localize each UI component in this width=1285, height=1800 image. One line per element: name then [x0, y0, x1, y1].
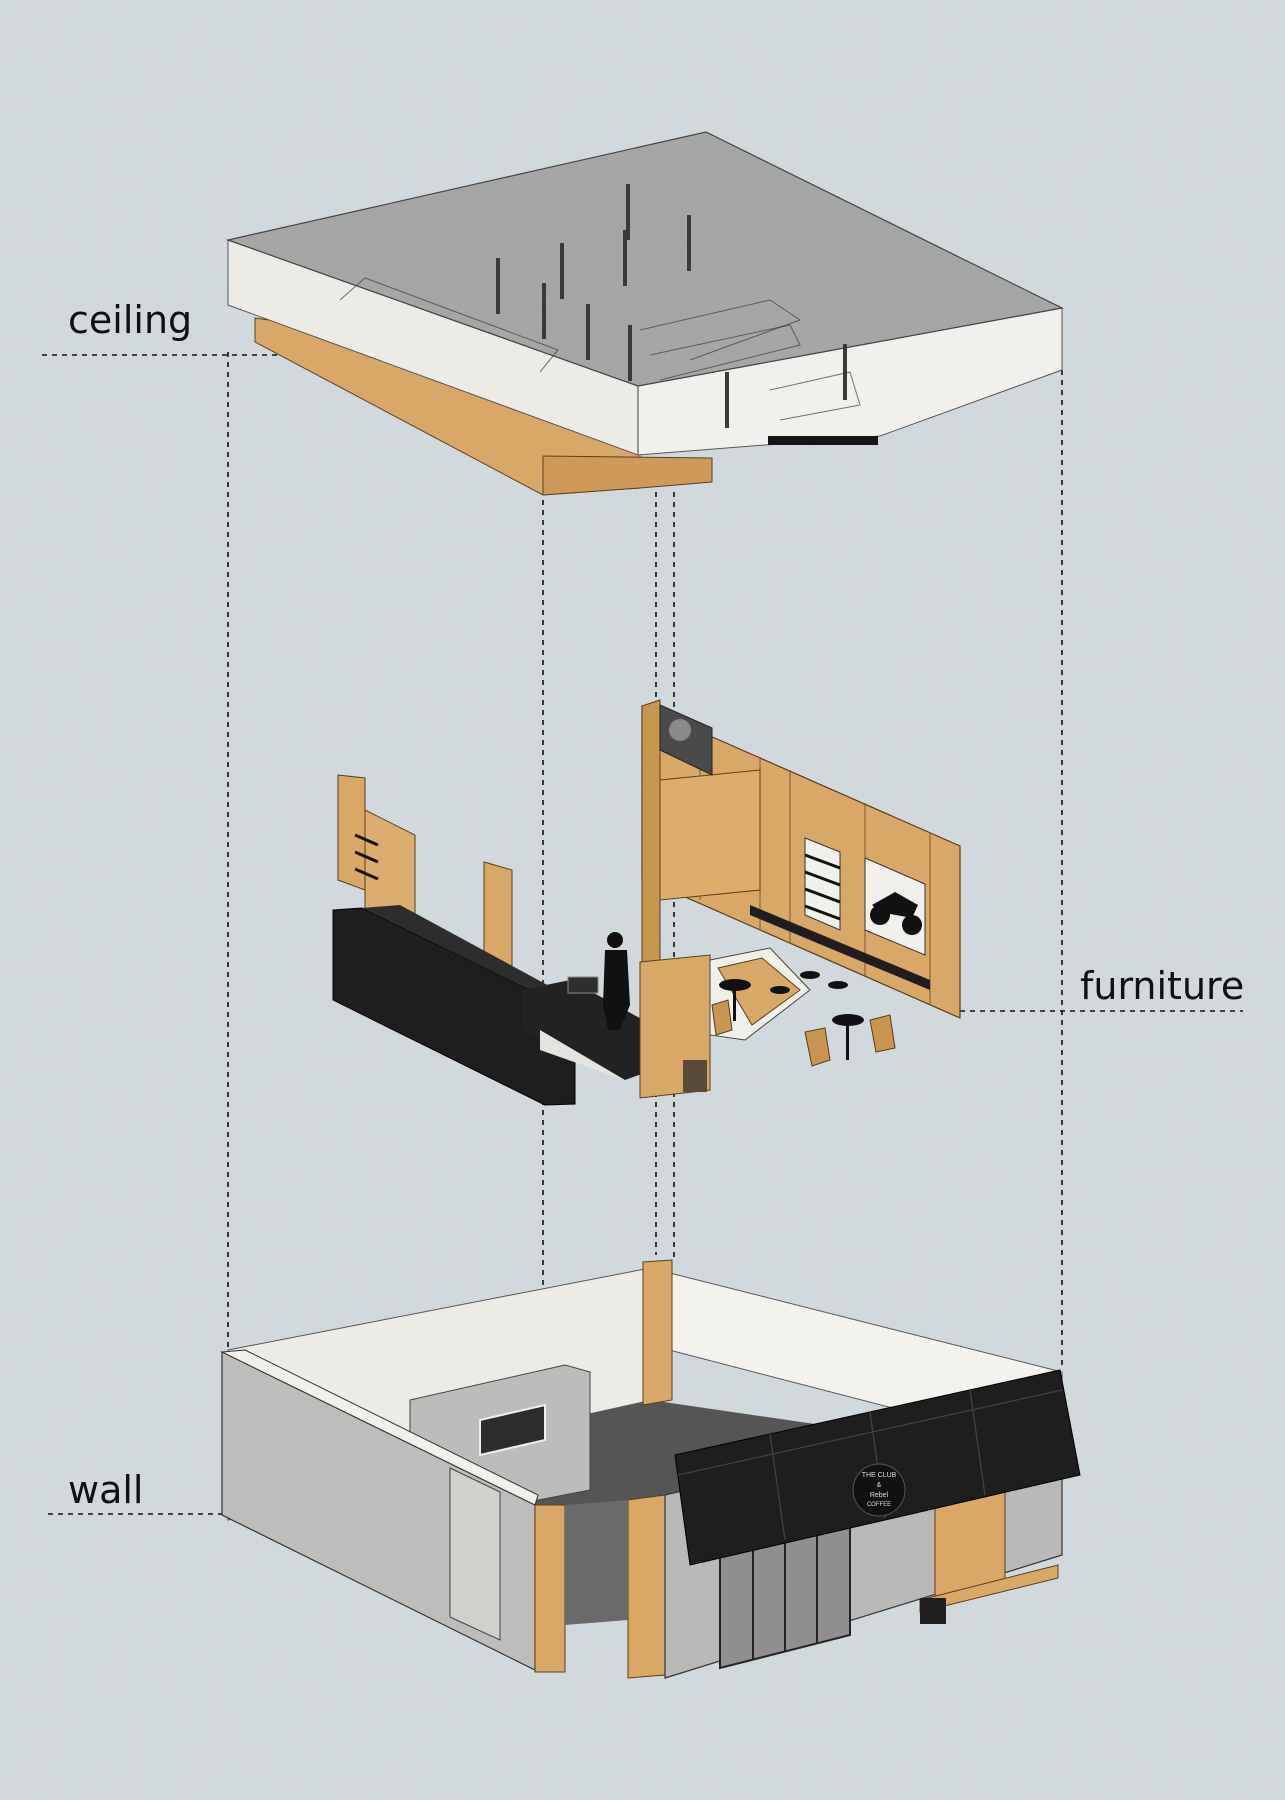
label-ceiling: ceiling	[68, 298, 192, 342]
logo-line-2: &	[877, 1482, 882, 1489]
sign-post	[920, 1598, 946, 1624]
wood-column-tall	[641, 699, 661, 969]
wood-pilaster-back	[642, 1259, 673, 1406]
motorcycle-icon	[870, 892, 922, 935]
standing-person-icon	[603, 932, 630, 1030]
furniture-layer	[332, 699, 961, 1106]
ceiling-wood-trim-front	[542, 455, 713, 496]
shelf-lines	[804, 853, 841, 921]
left-wall-top	[220, 1349, 539, 1506]
label-wall: wall	[68, 1468, 143, 1512]
wall-bench	[750, 905, 930, 990]
logo-line-1: THE CLUB	[862, 1472, 897, 1479]
wall-layer: THE CLUB & Rebel COFFEE	[220, 1259, 1081, 1679]
logo-line-4: COFFEE	[867, 1502, 891, 1508]
screen-figure	[669, 719, 691, 741]
partition-window	[479, 1403, 546, 1457]
seating-sofa	[717, 957, 801, 1026]
ceiling-inner-outlines	[339, 277, 861, 455]
service-bar-front	[540, 1030, 625, 1080]
wood-front-box	[659, 769, 761, 901]
cafe-tables	[719, 971, 864, 1060]
counter-top	[362, 905, 575, 1012]
label-furniture: furniture	[1080, 964, 1244, 1008]
logo-line-3: Rebel	[870, 1492, 889, 1499]
coffee-machine	[567, 976, 599, 994]
ceiling-black-bar	[768, 436, 878, 445]
left-wall-panel	[449, 1467, 501, 1641]
wood-pilaster-center	[627, 1494, 666, 1679]
interior-opening	[565, 1500, 628, 1625]
ceiling-top-slab	[225, 131, 1064, 387]
ceiling-layer	[225, 131, 1064, 496]
wood-pilaster-left	[534, 1504, 566, 1673]
pendant-lights	[496, 184, 847, 428]
left-shelf-lines	[354, 833, 379, 881]
cafe-chairs	[711, 999, 896, 1067]
divider-texture	[683, 1060, 707, 1092]
logo-badge	[852, 1463, 906, 1517]
